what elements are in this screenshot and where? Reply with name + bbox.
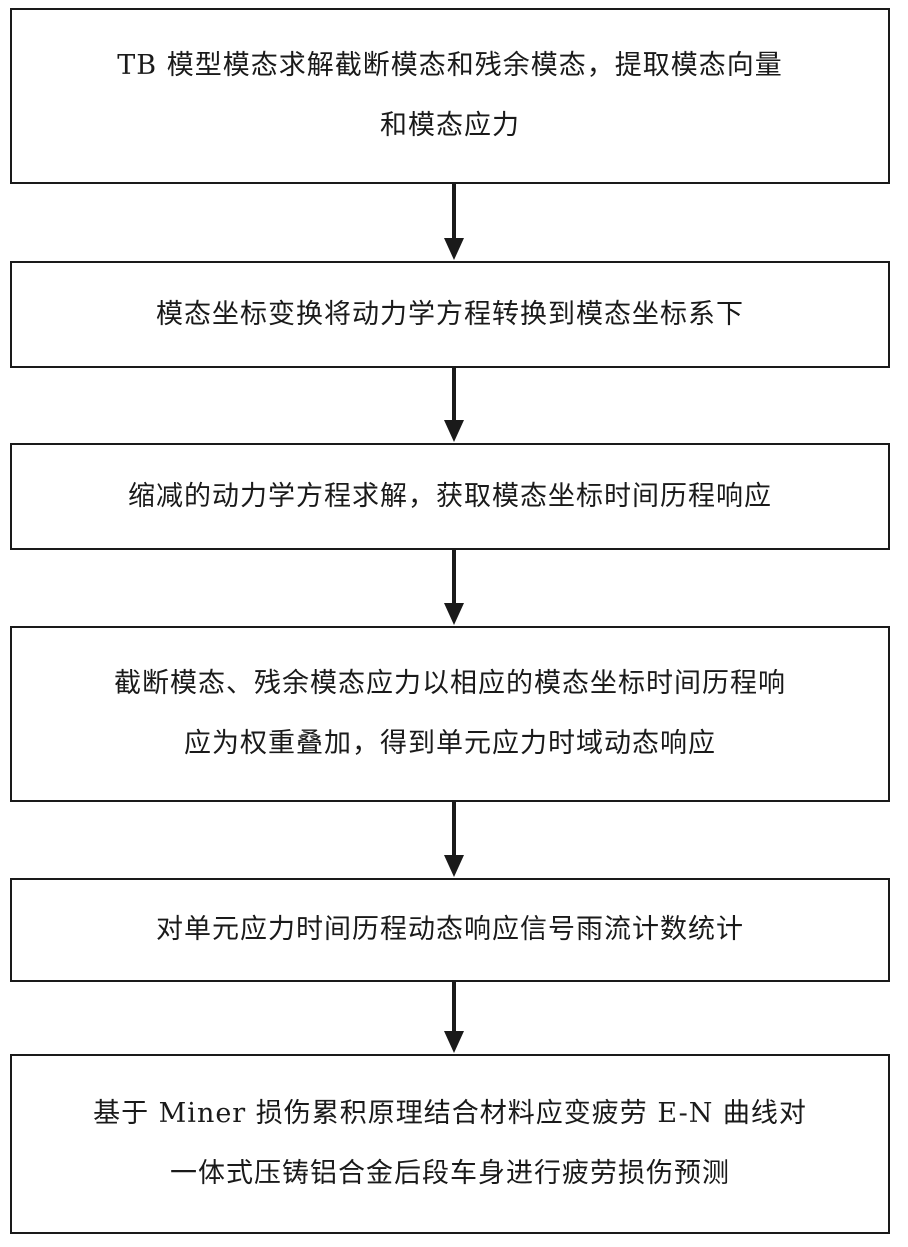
arrow-3-shaft	[452, 550, 456, 605]
arrow-3-head	[444, 603, 464, 625]
step-1-line-1: TB 模型模态求解截断模态和残余模态，提取模态向量	[117, 50, 783, 81]
arrow-1-head	[444, 238, 464, 260]
step-4-line-2: 应为权重叠加，得到单元应力时域动态响应	[184, 728, 716, 759]
step-box-6: 基于 Miner 损伤累积原理结合材料应变疲劳 E-N 曲线对 一体式压铸铝合金…	[10, 1054, 890, 1234]
step-4-line-1: 截断模态、残余模态应力以相应的模态坐标时间历程响	[114, 668, 786, 699]
arrow-5-shaft	[452, 982, 456, 1033]
step-box-3: 缩减的动力学方程求解，获取模态坐标时间历程响应	[10, 443, 890, 550]
step-3-line-1: 缩减的动力学方程求解，获取模态坐标时间历程响应	[128, 480, 772, 512]
step-box-2: 模态坐标变换将动力学方程转换到模态坐标系下	[10, 261, 890, 368]
arrow-1-shaft	[452, 184, 456, 240]
arrow-4-head	[444, 855, 464, 877]
step-box-1: TB 模型模态求解截断模态和残余模态，提取模态向量 和模态应力	[10, 8, 890, 184]
step-1-line-2: 和模态应力	[380, 110, 520, 141]
arrow-2-shaft	[452, 368, 456, 422]
step-2-line-1: 模态坐标变换将动力学方程转换到模态坐标系下	[156, 298, 744, 330]
arrow-4-shaft	[452, 802, 456, 857]
step-6-line-2: 一体式压铸铝合金后段车身进行疲劳损伤预测	[170, 1158, 730, 1189]
arrow-5-head	[444, 1031, 464, 1053]
step-6-line-1: 基于 Miner 损伤累积原理结合材料应变疲劳 E-N 曲线对	[93, 1098, 807, 1129]
step-box-4: 截断模态、残余模态应力以相应的模态坐标时间历程响 应为权重叠加，得到单元应力时域…	[10, 626, 890, 802]
arrow-2-head	[444, 420, 464, 442]
step-5-line-1: 对单元应力时间历程动态响应信号雨流计数统计	[156, 914, 744, 945]
step-box-5: 对单元应力时间历程动态响应信号雨流计数统计	[10, 878, 890, 982]
